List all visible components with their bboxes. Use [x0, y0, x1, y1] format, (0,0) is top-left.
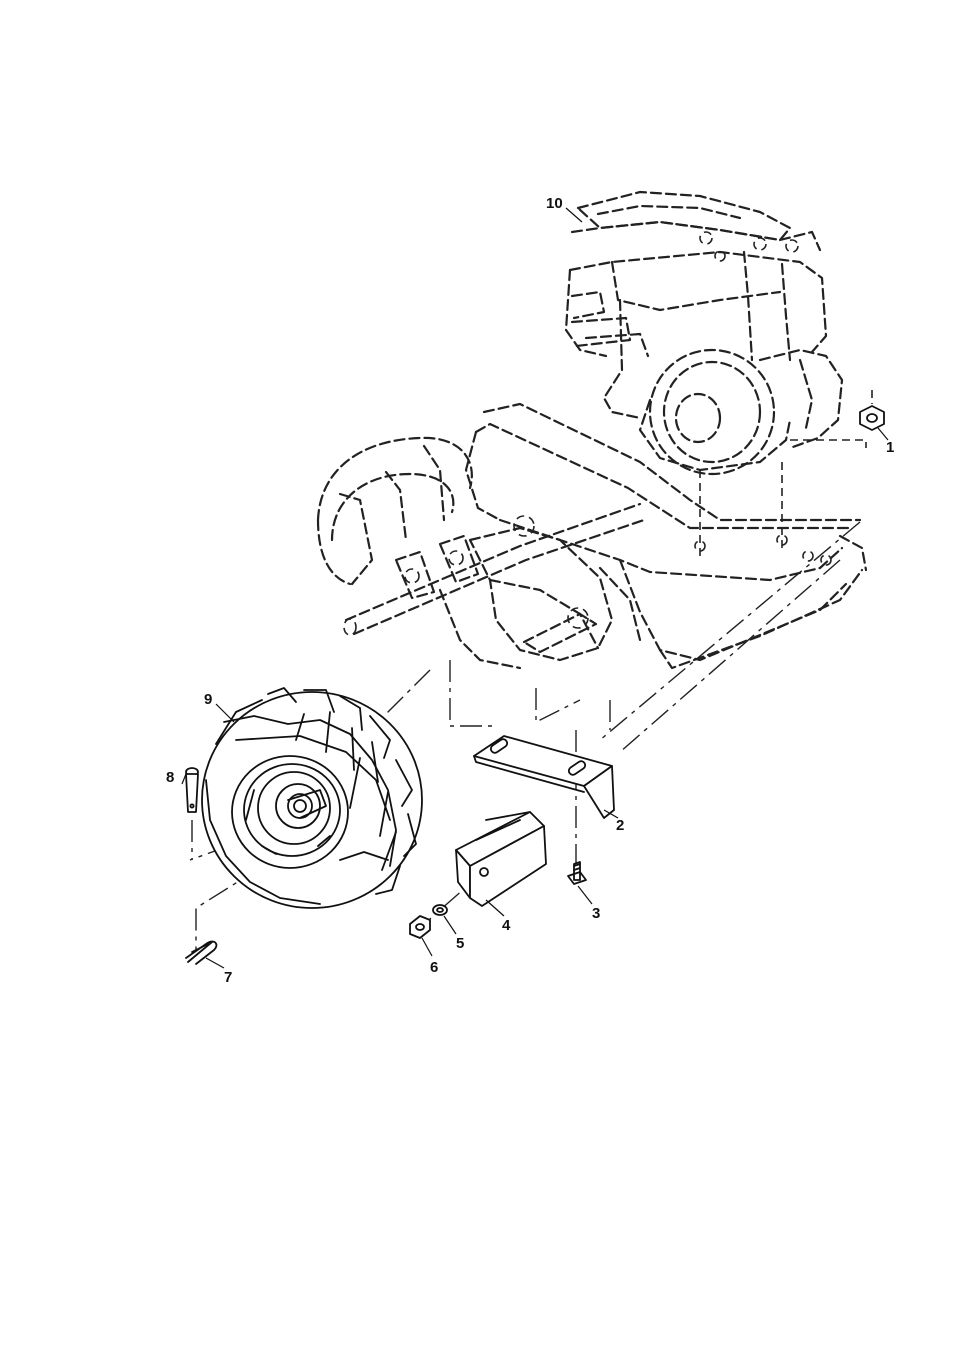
callout-3: 3: [592, 905, 600, 922]
wheel-weight: [456, 812, 546, 906]
callout-1: 1: [886, 439, 894, 456]
bolt: [568, 862, 586, 884]
hex-nut-lower: [410, 916, 430, 938]
callout-10: 10: [546, 195, 563, 212]
hex-nut-upper: [860, 390, 884, 430]
mounting-bracket: [474, 736, 614, 818]
clevis-pin: [186, 768, 198, 812]
lock-washer: [433, 905, 447, 915]
tiller-frame-outline: [318, 404, 866, 668]
callout-4: 4: [502, 917, 511, 934]
engine-outline: [566, 192, 866, 556]
callout-8: 8: [166, 769, 174, 786]
callout-5: 5: [456, 935, 464, 952]
wheel-assembly: [202, 688, 422, 908]
callout-6: 6: [430, 959, 438, 976]
callout-9: 9: [204, 691, 212, 708]
callout-2: 2: [616, 817, 624, 834]
callout-7: 7: [224, 969, 232, 986]
